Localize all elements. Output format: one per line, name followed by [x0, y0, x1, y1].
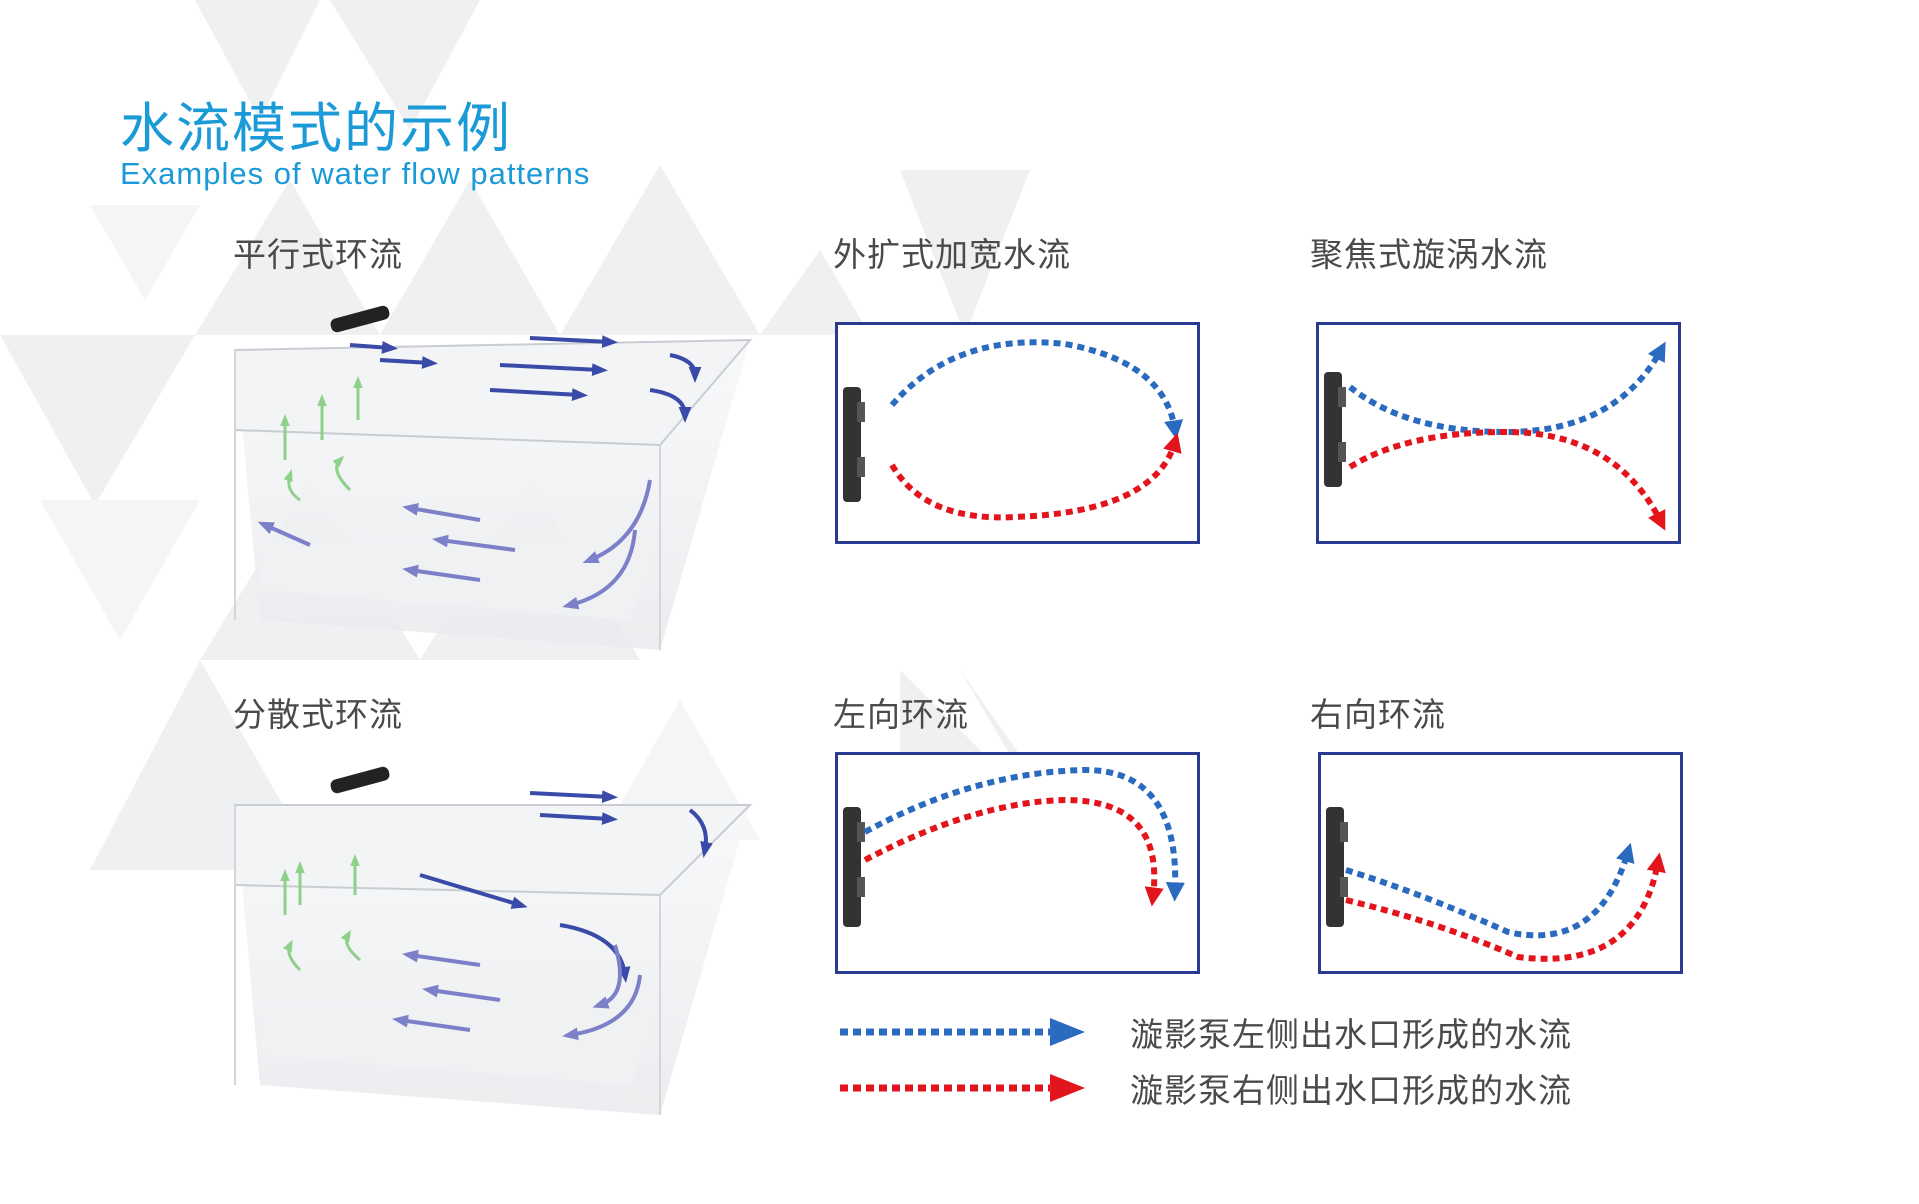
legend-swatch-left [840, 1018, 1085, 1046]
diagram-right [1318, 752, 1683, 974]
diagram-focused [1316, 322, 1681, 544]
page-subtitle: Examples of water flow patterns [120, 156, 591, 191]
pump-icon [1326, 807, 1348, 927]
tank-diagram-parallel [234, 305, 753, 650]
diagram-expanding [835, 322, 1200, 544]
page-title: 水流模式的示例 [120, 97, 512, 160]
legend-label-right: 漩影泵右侧出水口形成的水流 [1130, 1071, 1572, 1110]
pattern-label-right: 右向环流 [1310, 695, 1446, 734]
legend-label-left: 漩影泵左侧出水口形成的水流 [1130, 1015, 1572, 1054]
pump-icon [843, 387, 865, 502]
pump-icon [330, 305, 390, 333]
pump-icon [843, 807, 865, 927]
pattern-label-expanding: 外扩式加宽水流 [833, 235, 1071, 274]
pattern-label-focused: 聚焦式旋涡水流 [1310, 235, 1548, 274]
pattern-label-parallel: 平行式环流 [233, 235, 403, 274]
diagram-left [835, 752, 1200, 974]
tank-diagram-dispersed [234, 766, 753, 1115]
pump-icon [1324, 372, 1346, 487]
pattern-label-left: 左向环流 [833, 695, 969, 734]
pattern-label-dispersed: 分散式环流 [233, 695, 403, 734]
legend-swatches [840, 1018, 1085, 1102]
pump-icon [330, 766, 390, 794]
legend-swatch-right [840, 1074, 1085, 1102]
